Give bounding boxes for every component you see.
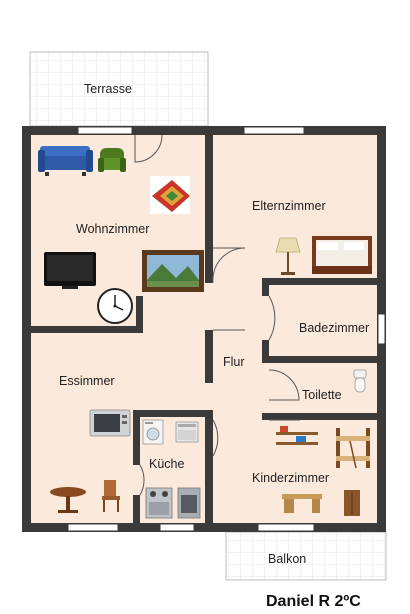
room-label-essimmer: Essimmer <box>59 374 115 388</box>
oven-icon <box>177 487 201 519</box>
room-label-wohnzimmer: Wohnzimmer <box>76 222 149 236</box>
desk-icon <box>282 494 322 513</box>
doors <box>134 134 300 496</box>
double-bed-icon <box>312 236 372 274</box>
room-label-badezimmer: Badezimmer <box>299 321 369 335</box>
author-caption: Daniel R 2ºC <box>266 593 361 610</box>
room-label-terrasse: Terrasse <box>84 82 132 96</box>
sofa-icon <box>38 146 93 176</box>
rug-icon <box>150 176 190 214</box>
tv-icon <box>44 252 96 289</box>
toilet-icon <box>353 369 367 393</box>
landscape-painting-icon <box>142 250 204 292</box>
balkon-area: Balkon <box>225 531 387 581</box>
room-label-kinderzimmer: Kinderzimmer <box>252 471 329 485</box>
bunk-bed-icon <box>336 428 370 469</box>
terrasse-area: Terrasse <box>29 51 209 127</box>
washing-machine-icon <box>142 419 164 445</box>
wall-clock-icon <box>97 288 133 324</box>
shelf-icon <box>276 426 318 445</box>
room-label-elternzimmer: Elternzimmer <box>252 199 326 213</box>
armchair-icon <box>98 148 126 172</box>
room-label-balkon: Balkon <box>268 552 306 566</box>
interior-walls <box>31 135 377 523</box>
cabinet-icon <box>344 490 360 516</box>
room-label-flur: Flur <box>223 355 245 369</box>
wooden-chair-icon <box>102 480 120 512</box>
windows <box>67 126 386 532</box>
microwave-icon <box>89 409 131 437</box>
room-label-toilette: Toilette <box>302 388 342 402</box>
round-table-icon <box>50 487 86 513</box>
stove-icon <box>145 487 173 519</box>
floor-lamp-icon <box>275 237 301 275</box>
room-label-kueche: Küche <box>149 457 184 471</box>
dishwasher-icon <box>175 421 199 443</box>
